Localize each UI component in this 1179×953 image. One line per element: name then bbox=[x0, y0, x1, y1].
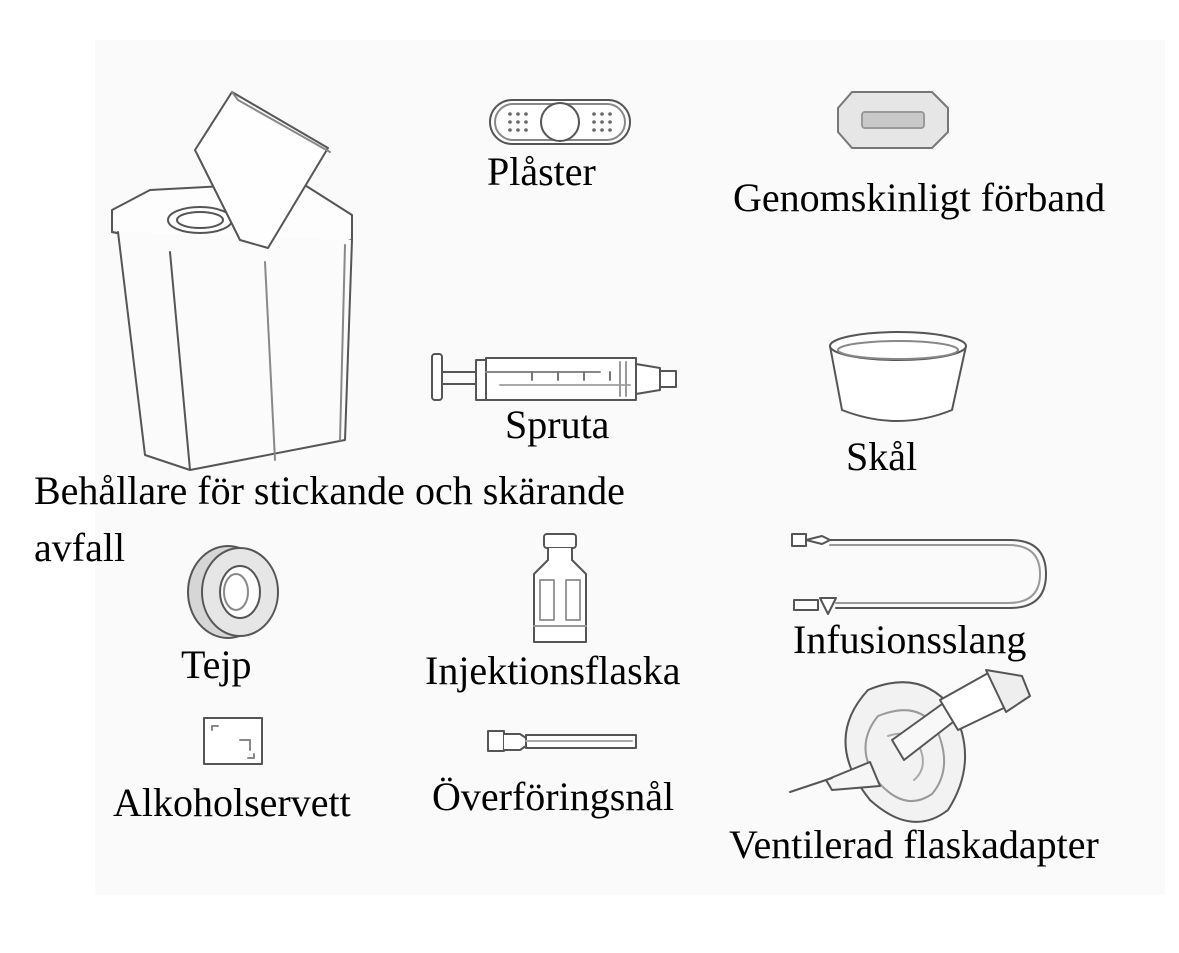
tubing-label: Infusionsslang bbox=[793, 617, 1027, 662]
tape-icon bbox=[187, 545, 279, 639]
sharps-container-label-line1: Behållare för stickande och skärande bbox=[34, 468, 625, 513]
syringe-icon bbox=[431, 353, 677, 401]
tape-label: Tejp bbox=[181, 642, 252, 687]
vial-adapter-label: Ventilerad flaskadapter bbox=[729, 822, 1099, 867]
syringe-label: Spruta bbox=[505, 402, 610, 447]
vial-label: Injektionsflaska bbox=[425, 648, 681, 693]
sharps-container-label-line2: avfall bbox=[34, 525, 126, 570]
vial-icon bbox=[533, 533, 587, 643]
plaster-label: Plåster bbox=[487, 149, 596, 194]
bowl-label: Skål bbox=[846, 434, 918, 479]
dressing-label: Genomskinligt förband bbox=[733, 175, 1106, 220]
bowl-icon bbox=[829, 331, 967, 422]
sharps-container-icon bbox=[111, 91, 353, 471]
alcohol-wipe-label: Alkoholservett bbox=[113, 780, 351, 825]
plaster-icon bbox=[489, 99, 631, 145]
transfer-needle-icon bbox=[487, 730, 637, 752]
dressing-icon bbox=[837, 91, 949, 149]
alcohol-wipe-icon bbox=[203, 717, 263, 765]
transfer-needle-label: Överföringsnål bbox=[432, 774, 675, 819]
tubing-icon bbox=[791, 533, 1047, 615]
vial-adapter-icon bbox=[789, 669, 1031, 823]
